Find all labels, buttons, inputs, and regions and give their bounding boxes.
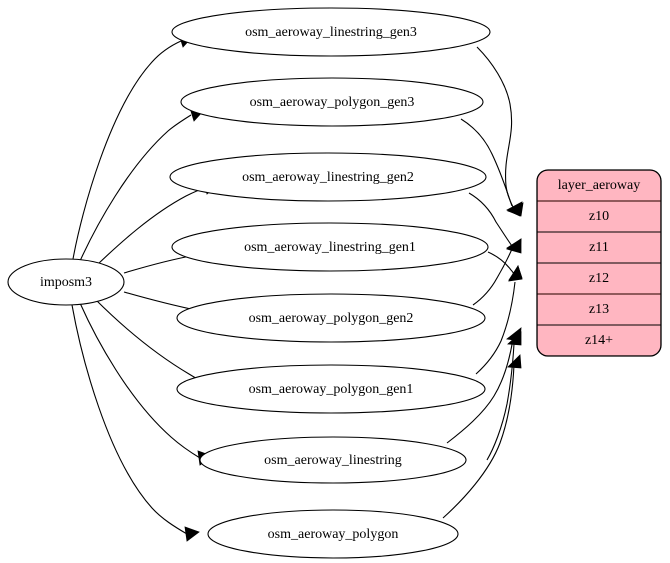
node-osm-aeroway-polygon-gen1[interactable]: osm_aeroway_polygon_gen1 (176, 364, 486, 414)
node-layer-aeroway[interactable]: layer_aeroway z10 z11 z12 z13 z14+ (536, 169, 662, 357)
node-osm-aeroway-polygon-gen3[interactable]: osm_aeroway_polygon_gen3 (180, 77, 484, 127)
edge-polygon-gen2-to-z11 (472, 238, 522, 306)
node-label: osm_aeroway_linestring_gen2 (242, 170, 414, 185)
node-osm-aeroway-linestring[interactable]: osm_aeroway_linestring (199, 436, 467, 484)
edge-polygon-to-z14 (442, 354, 522, 519)
node-label: osm_aeroway_polygon_gen3 (250, 95, 415, 110)
layer-aeroway-row-z11[interactable]: z11 (589, 240, 609, 255)
layer-aeroway-row-z14plus[interactable]: z14+ (585, 333, 613, 348)
node-osm-aeroway-linestring-gen1[interactable]: osm_aeroway_linestring_gen1 (171, 222, 489, 272)
source-ellipse-nodes: osm_aeroway_linestring_gen3 osm_aeroway_… (169, 7, 491, 559)
edge-imposm3-to-linestring-gen3 (72, 33, 194, 260)
node-imposm3[interactable]: imposm3 (7, 258, 125, 306)
edge-polygon-gen3-to-z10 (460, 118, 523, 217)
node-osm-aeroway-polygon-gen2[interactable]: osm_aeroway_polygon_gen2 (176, 293, 486, 343)
node-label: osm_aeroway_linestring_gen1 (244, 240, 416, 255)
node-label: osm_aeroway_linestring (264, 453, 402, 468)
edges-to-layer-aeroway (442, 46, 524, 519)
edge-imposm3-to-polygon (71, 304, 200, 542)
node-osm-aeroway-linestring-gen3[interactable]: osm_aeroway_linestring_gen3 (171, 7, 491, 57)
node-osm-aeroway-polygon[interactable]: osm_aeroway_polygon (207, 509, 459, 559)
node-label: imposm3 (40, 275, 92, 290)
node-label: osm_aeroway_polygon_gen1 (249, 382, 414, 397)
node-label: osm_aeroway_polygon (268, 527, 399, 542)
layer-aeroway-header: layer_aeroway (558, 178, 640, 193)
edge-polygon-gen1-to-z12 (475, 265, 523, 375)
edge-secondary-tail-to-z13 (486, 331, 522, 461)
layer-aeroway-row-z12[interactable]: z12 (589, 271, 609, 286)
layer-aeroway-row-z13[interactable]: z13 (589, 302, 609, 317)
node-osm-aeroway-linestring-gen2[interactable]: osm_aeroway_linestring_gen2 (169, 152, 487, 202)
node-label: osm_aeroway_linestring_gen3 (245, 25, 417, 40)
edge-linestring-gen3-to-z10 (476, 46, 524, 217)
layer-aeroway-row-z10[interactable]: z10 (589, 209, 609, 224)
node-label: osm_aeroway_polygon_gen2 (249, 311, 414, 326)
